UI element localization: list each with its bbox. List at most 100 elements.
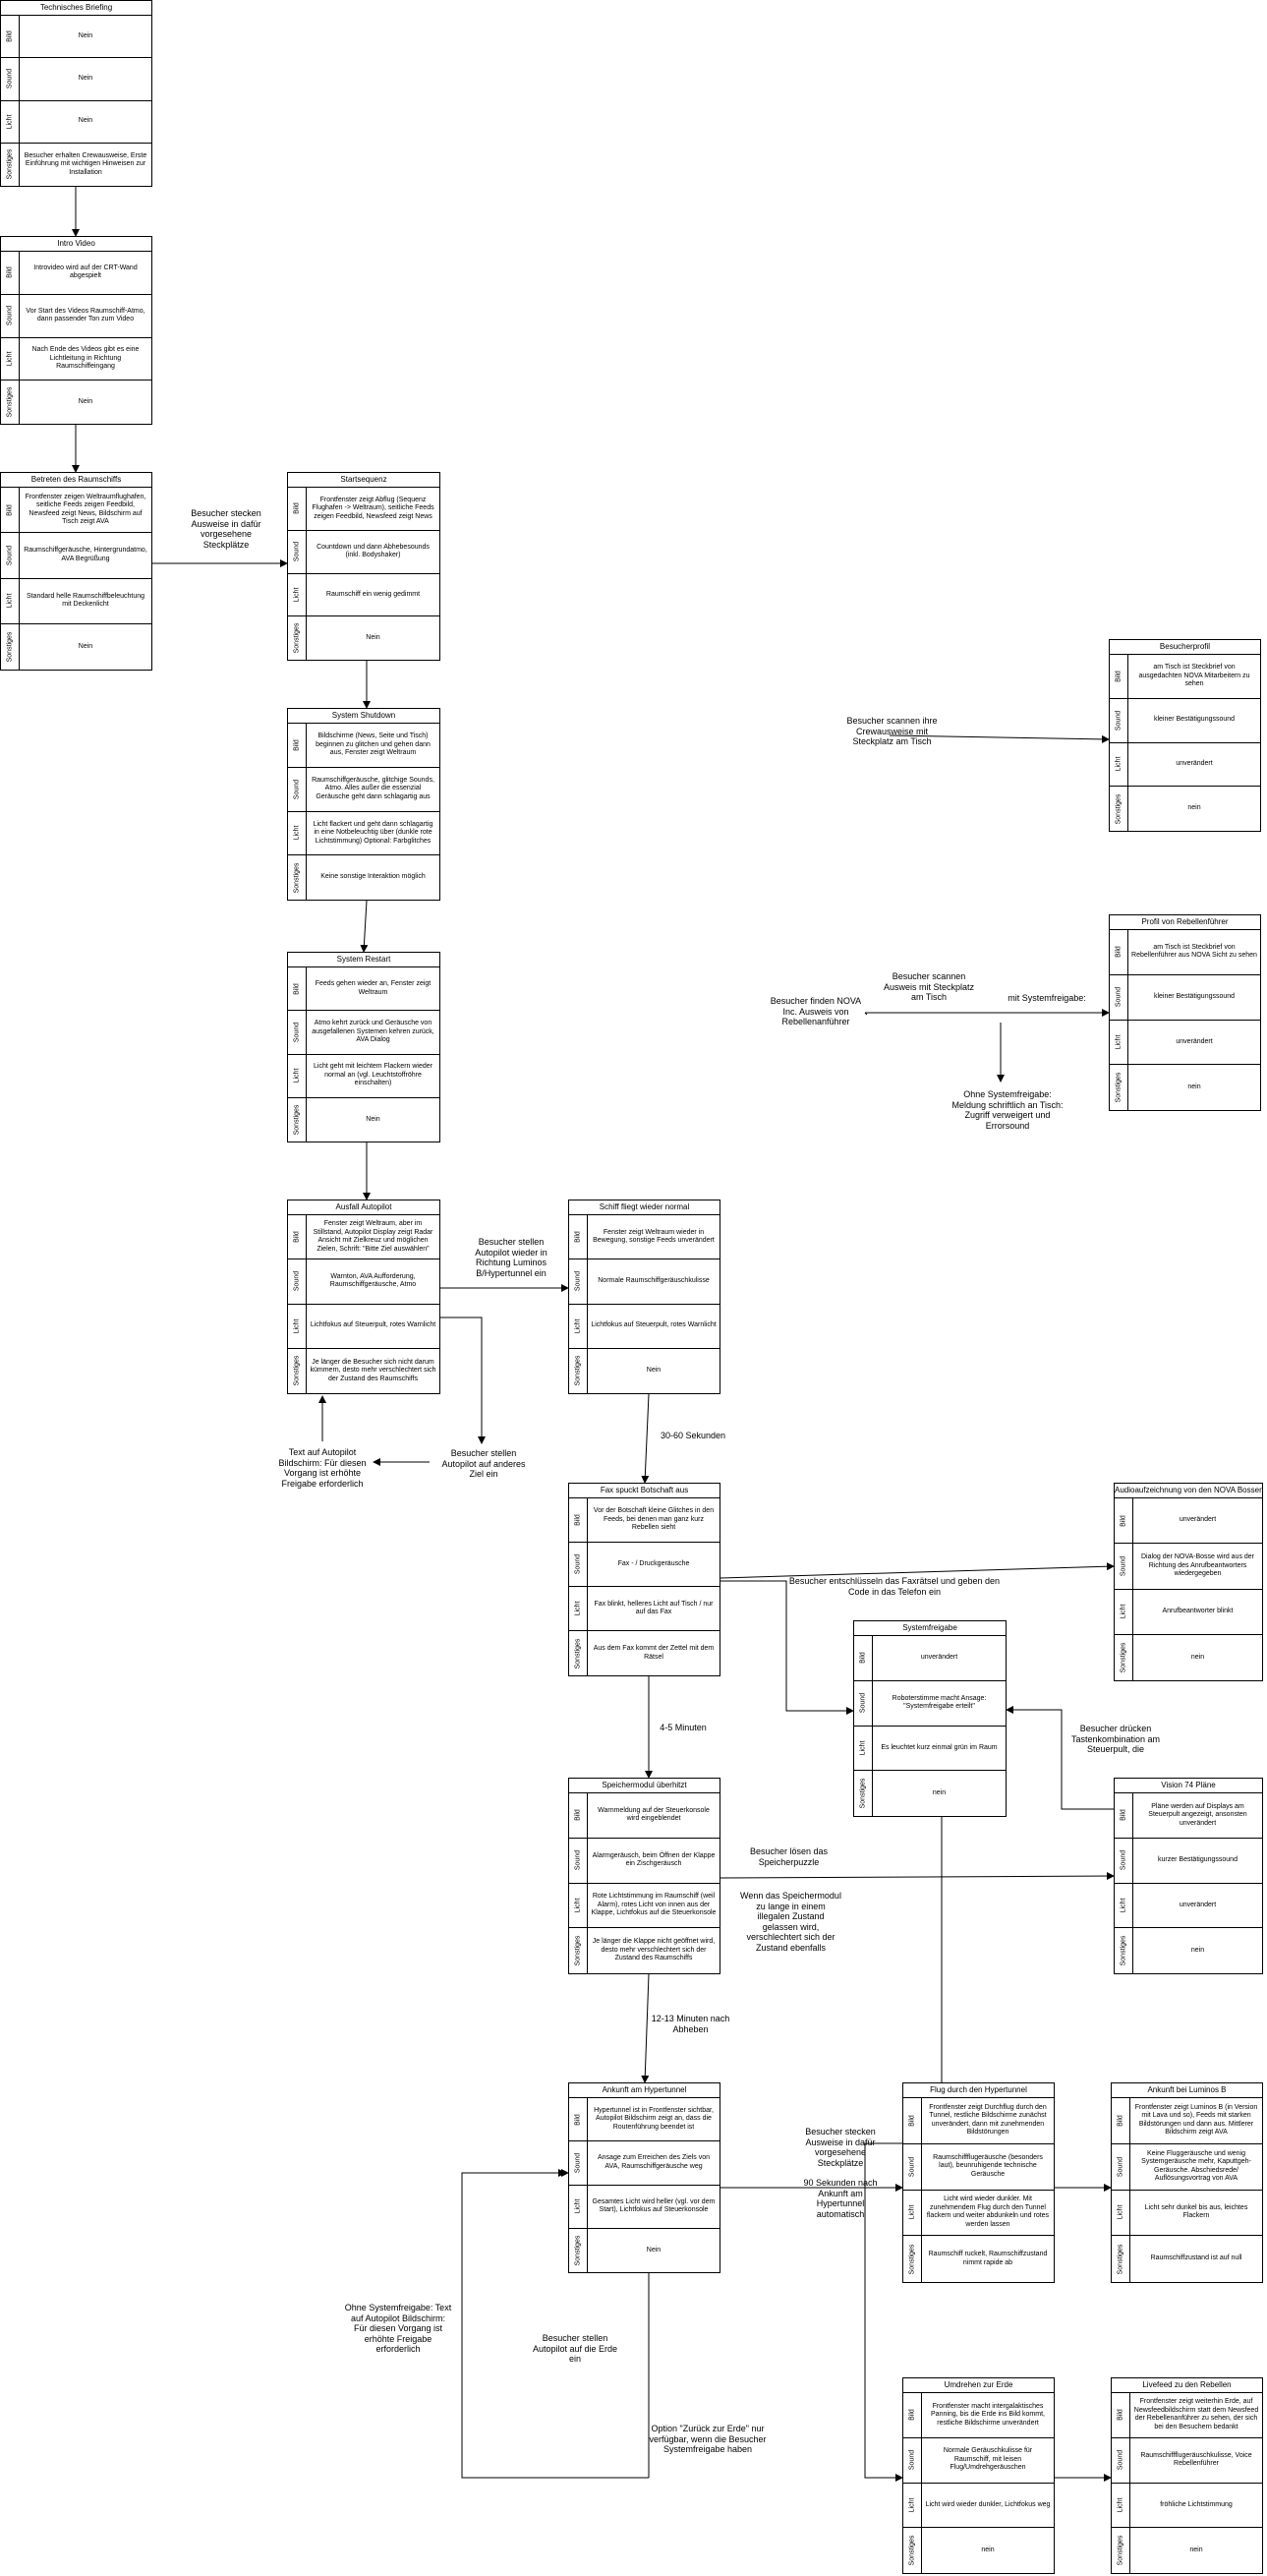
row-label: Sound bbox=[1112, 2437, 1130, 2483]
row-label: Sound bbox=[569, 2141, 588, 2185]
row-label-text: Bild bbox=[908, 2409, 916, 2422]
row-label-text: Bild bbox=[1120, 1809, 1127, 1822]
note-speicherpuzzle: Besucher lösen das Speicherpuzzle bbox=[749, 1846, 829, 1867]
table-title: Speichermodul überhitzt bbox=[569, 1779, 720, 1793]
row-label-text: Sound bbox=[293, 542, 301, 562]
row-value: nein bbox=[1190, 1946, 1205, 1954]
note-4-5-minuten: 4-5 Minuten bbox=[660, 1723, 707, 1732]
table-title: Ankunft am Hypertunnel bbox=[569, 2083, 720, 2098]
row-value: Pläne werden auf Displays am Steuerpult … bbox=[1148, 1802, 1247, 1827]
row-value: kleiner Bestätigungssound bbox=[1153, 992, 1236, 1000]
row-label: Bild bbox=[1112, 2098, 1130, 2143]
row-label-text: Sonstiges bbox=[908, 2244, 916, 2274]
row-label: Sonstiges bbox=[569, 1928, 588, 1973]
row-value: fröhliche Lichtstimmung bbox=[1160, 2500, 1233, 2508]
row-value: Dialog der NOVA-Bosse wird aus der Richt… bbox=[1140, 1553, 1255, 1578]
row-value: Je länger die Besucher sich nicht darum … bbox=[310, 1358, 436, 1382]
row-label: Sound bbox=[288, 1011, 307, 1054]
arrow-to-ohne-systemfreigabe-left bbox=[461, 2169, 649, 2479]
row-label-text: Bild bbox=[6, 266, 14, 279]
row-label-text: Licht bbox=[6, 114, 14, 130]
table-title: Umdrehen zur Erde bbox=[903, 2378, 1054, 2393]
row-label: Bild bbox=[1, 488, 20, 533]
row-label: Sonstiges bbox=[569, 1631, 588, 1675]
row-value: Nach Ende des Videos gibt es eine Lichtl… bbox=[31, 346, 140, 371]
row-label: Bild bbox=[1110, 930, 1128, 974]
row-label-text: Licht bbox=[293, 1318, 301, 1334]
row-label: Sonstiges bbox=[903, 2528, 922, 2573]
row-value: nein bbox=[1190, 1653, 1205, 1661]
row-value: Je länger die Klappe nicht geöffnet wird… bbox=[592, 1938, 716, 1962]
row-sonstiges: Sonstiges Je länger die Besucher sich nic… bbox=[288, 1348, 439, 1393]
row-label-text: Sound bbox=[1117, 2450, 1124, 2471]
row-value: Anrufbeantworter blinkt bbox=[1162, 1607, 1234, 1614]
row-label: Sound bbox=[1110, 974, 1128, 1020]
row-label-text: Sonstiges bbox=[1117, 2244, 1124, 2274]
row-value: Nein bbox=[78, 397, 93, 405]
arrow-speicher-to-hypertunnel bbox=[641, 1973, 650, 2083]
row-label-text: Sonstiges bbox=[1117, 2535, 1124, 2566]
row-label: Sound bbox=[1, 58, 20, 100]
row-label-text: Sonstiges bbox=[293, 862, 301, 893]
row-label: Bild bbox=[569, 1215, 588, 1259]
row-label-text: Sonstiges bbox=[293, 1356, 301, 1386]
row-label-text: Sound bbox=[859, 1693, 867, 1714]
row-label-text: Licht bbox=[574, 1601, 582, 1616]
row-label-text: Bild bbox=[6, 30, 14, 42]
table-title: Betreten des Raumschiffs bbox=[1, 473, 151, 488]
row-value: Raumschiff ruckelt, Raumschiffzustand ni… bbox=[928, 2251, 1048, 2266]
row-sound: Sound Atmo kehrt zurück und Geräusche von… bbox=[288, 1011, 439, 1055]
row-label: Licht bbox=[288, 811, 307, 855]
arrow-shutdown-to-restart bbox=[360, 900, 369, 953]
row-value: Licht flackert und geht dann schlagartig… bbox=[313, 820, 433, 845]
row-label: Licht bbox=[569, 1587, 588, 1630]
note-freigabe-erforderlich: Text auf Autopilot Bildschirm: Für diese… bbox=[278, 1447, 367, 1489]
row-value: unverändert bbox=[1179, 1516, 1217, 1524]
row-value: Lichtfokus auf Steuerpult, rotes Warnlic… bbox=[310, 1321, 436, 1329]
table-title: Fax spuckt Botschaft aus bbox=[569, 1484, 720, 1498]
row-value: Ansage zum Erreichen des Ziels von AVA, … bbox=[598, 2154, 710, 2170]
table-title: Startsequenz bbox=[288, 473, 439, 488]
row-label-text: Licht bbox=[293, 587, 301, 603]
row-value: Atmo kehrt zurück und Geräusche von ausg… bbox=[312, 1020, 434, 1044]
row-label-text: Sonstiges bbox=[1120, 1935, 1127, 1966]
row-value: Besucher erhalten Crewausweise, Erste Ei… bbox=[24, 151, 147, 176]
row-label-text: Sound bbox=[293, 779, 301, 799]
note-crewausweise-scannen: Besucher scannen ihre Crewausweise mit S… bbox=[846, 716, 938, 746]
row-value: Roboterstimme macht Ansage: "Systemfreig… bbox=[892, 1694, 987, 1711]
row-value: unverändert bbox=[1176, 760, 1213, 768]
arrow-scan-crew-to-profile bbox=[889, 734, 1110, 743]
row-value: Frontfenster zeigt weiterhin Erde, auf N… bbox=[1133, 2398, 1259, 2430]
row-label: Licht bbox=[1112, 2190, 1130, 2236]
row-label-text: Sound bbox=[1115, 710, 1123, 731]
row-label: Licht bbox=[1, 100, 20, 143]
row-value: Normale Raumschiffgeräuschkulisse bbox=[598, 1277, 710, 1285]
row-label-text: Licht bbox=[6, 593, 14, 609]
table-title: System Shutdown bbox=[288, 709, 439, 724]
row-label: Licht bbox=[1, 337, 20, 381]
row-sonstiges: Sonstiges Raumschiff ruckelt, Raumschiffz… bbox=[903, 2236, 1054, 2282]
table-title: Systemfreigabe bbox=[854, 1621, 1006, 1636]
row-value: Normale Geräuschkulisse für Raumschiff, … bbox=[943, 2447, 1033, 2472]
